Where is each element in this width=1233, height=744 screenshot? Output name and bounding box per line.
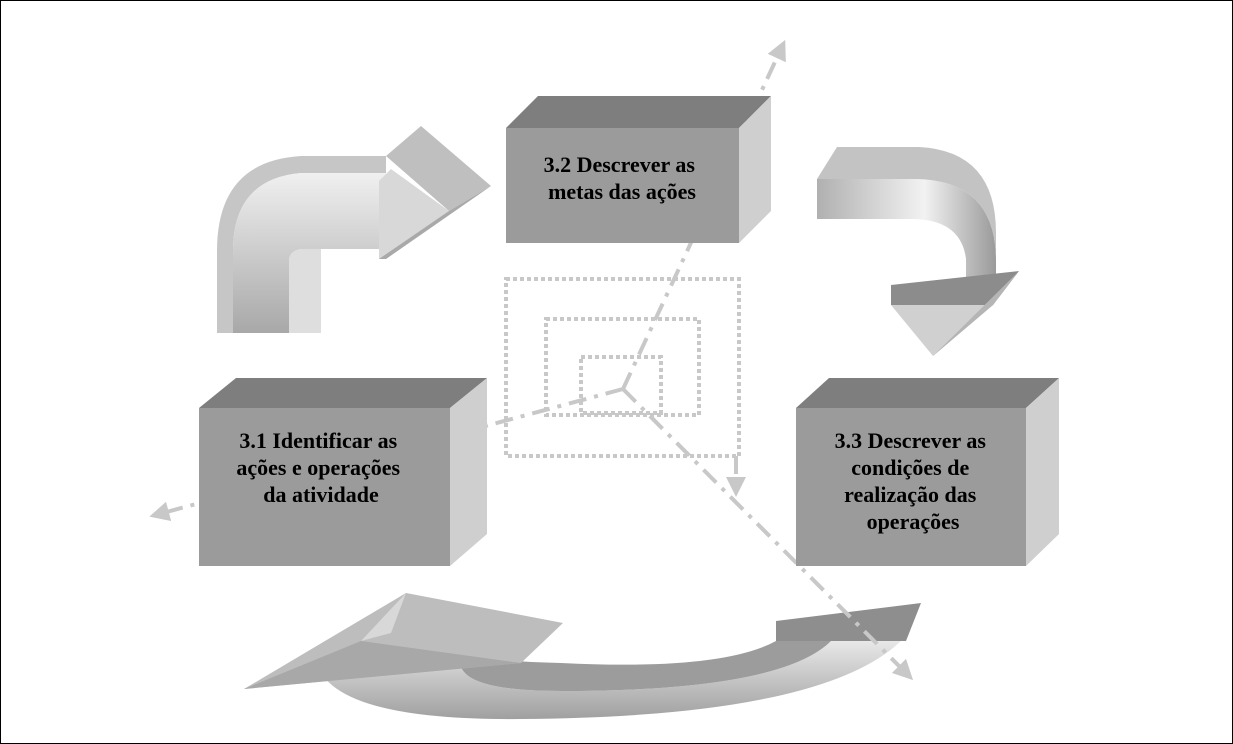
bottom-arrow [244, 593, 921, 720]
curved-arrow-left [217, 126, 491, 333]
box-3-3-label: 3.3 Descrever as condições de realização… [835, 428, 992, 534]
curved-arrow-right [817, 147, 1019, 356]
dotted-rect-inner [579, 355, 663, 415]
dotted-rect-outer [504, 277, 741, 458]
axis-to-bottom-right [621, 387, 914, 681]
box-3-1: 3.1 Identificar as ações e operações da … [199, 378, 487, 566]
box-3-2-line-1: 3.2 Descrever as [544, 152, 696, 177]
box-3-3-line-3: realização das [844, 482, 977, 507]
box-3-2-label: 3.2 Descrever as metas das ações [544, 152, 701, 204]
box-3-3: 3.3 Descrever as condições de realização… [796, 378, 1059, 566]
box-3-1-label: 3.1 Identificar as ações e operações da … [236, 428, 405, 507]
nested-dotted-rectangles [504, 277, 741, 458]
box-3-2: 3.2 Descrever as metas das ações [506, 96, 771, 243]
box-3-3-line-4: operações [867, 509, 960, 534]
box-3-1-line-2: ações e operações [236, 455, 400, 480]
box-3-1-line-3: da atividade [263, 482, 379, 507]
box-3-1-line-1: 3.1 Identificar as [239, 428, 397, 453]
box-3-3-line-1: 3.3 Descrever as [835, 428, 987, 453]
dotted-rect-middle [544, 317, 701, 417]
box-3-3-line-2: condições de [851, 455, 969, 480]
box-3-2-line-2: metas das ações [548, 179, 696, 204]
